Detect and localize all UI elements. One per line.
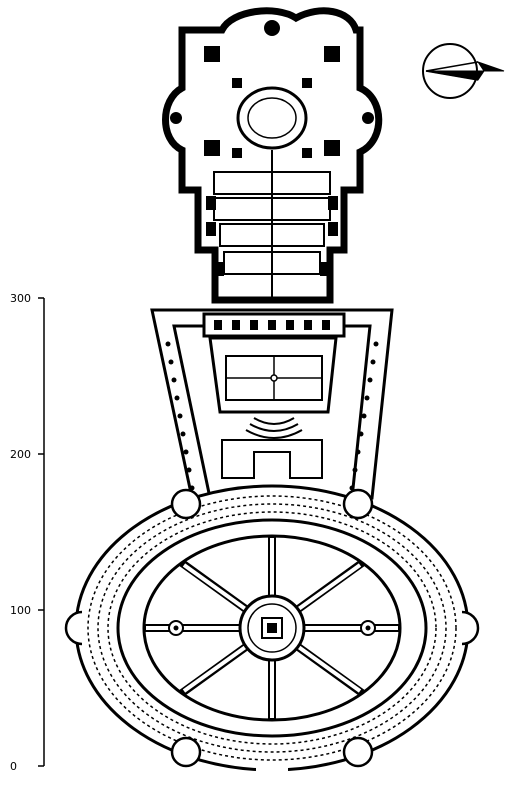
- piazza-ovale: [64, 484, 480, 774]
- corridor-columns: [165, 341, 379, 491]
- scale-bar: 300 200 100 0: [10, 292, 45, 773]
- basilica-plan: [162, 7, 383, 304]
- scale-label-300: 300: [10, 292, 31, 305]
- scale-label-200: 200: [10, 448, 31, 461]
- fountain-icon: [168, 620, 376, 636]
- piazza-retta: [150, 308, 394, 500]
- scale-label-100: 100: [10, 604, 31, 617]
- north-arrow-icon: [422, 43, 505, 99]
- scale-label-0: 0: [10, 760, 17, 773]
- obelisk-icon: [238, 594, 306, 662]
